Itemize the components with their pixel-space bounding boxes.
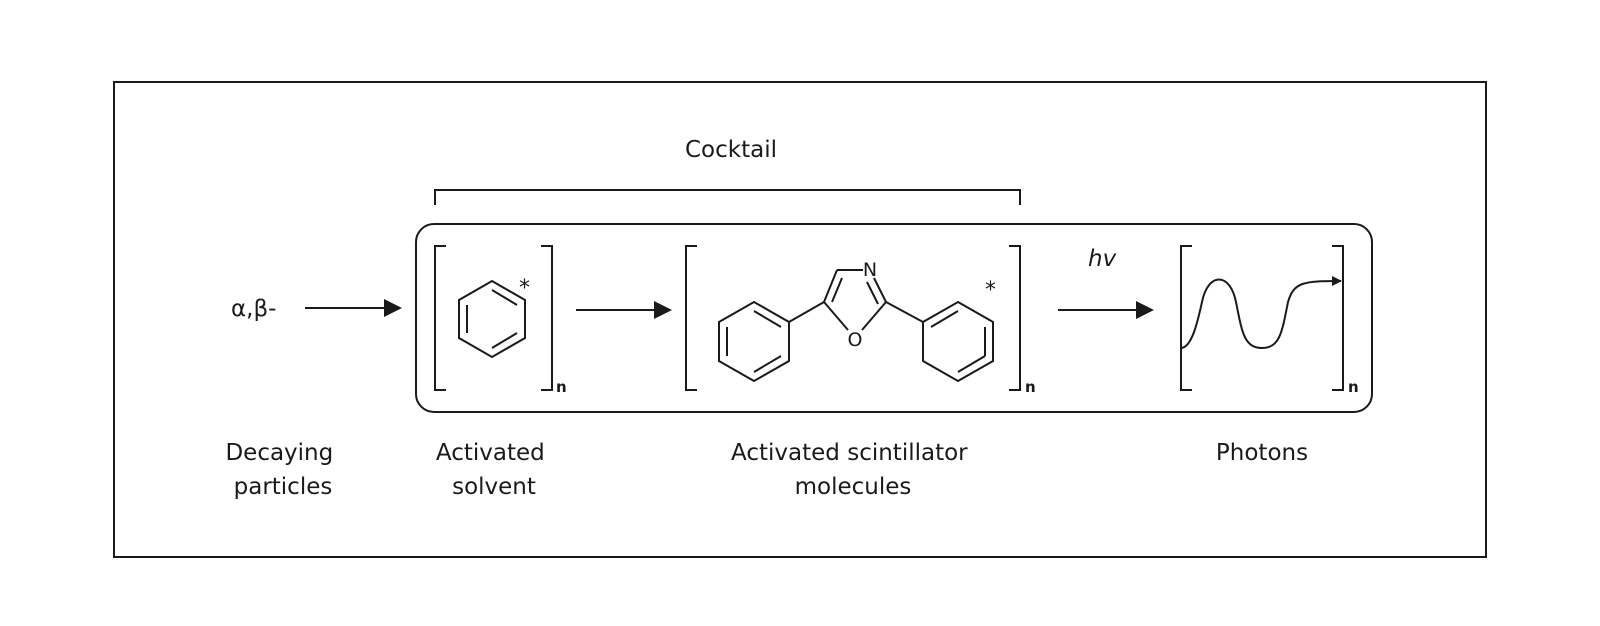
scintillator-subscript: n bbox=[1025, 378, 1036, 396]
caption-decaying: Decaying particles bbox=[225, 440, 340, 500]
caption-photons: Photons bbox=[1216, 440, 1308, 466]
solvent-star: * bbox=[519, 276, 530, 301]
solvent-subscript: n bbox=[556, 378, 567, 396]
scintillator-bracket bbox=[685, 245, 1021, 391]
ppo-molecule-icon bbox=[718, 269, 994, 383]
solvent-bracket bbox=[434, 245, 553, 391]
benzene-ring-icon bbox=[458, 279, 526, 359]
particles-symbol: α,β- bbox=[231, 296, 276, 322]
cocktail-label: Cocktail bbox=[685, 137, 777, 163]
atom-nitrogen: N bbox=[863, 259, 877, 281]
scintillator-star: * bbox=[985, 278, 996, 303]
atom-oxygen: O bbox=[848, 329, 863, 351]
photon-wave-icon bbox=[1180, 276, 1342, 350]
outer-frame bbox=[113, 81, 1487, 558]
cocktail-bracket bbox=[434, 189, 1021, 205]
photon-symbol: hv bbox=[1088, 246, 1117, 272]
caption-solvent: Activated solvent bbox=[436, 440, 552, 500]
photon-bracket bbox=[1180, 245, 1344, 391]
caption-scintillator: Activated scintillator molecules bbox=[731, 440, 975, 500]
cocktail-box bbox=[415, 223, 1373, 413]
photon-subscript: n bbox=[1348, 378, 1359, 396]
